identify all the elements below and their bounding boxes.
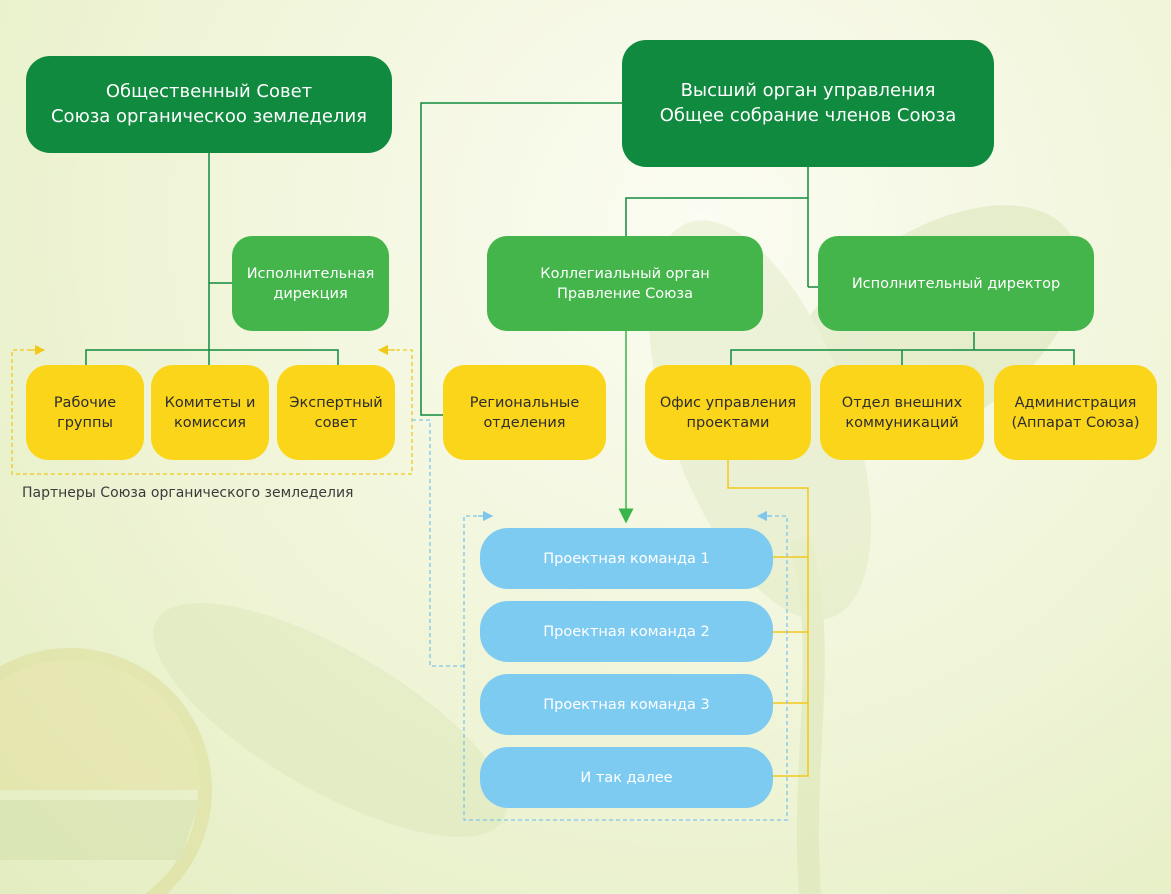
union-logo-watermark	[0, 648, 212, 894]
project-office-box: Офис управления проектами	[645, 365, 811, 460]
expert-council-box: Экспертный совет	[277, 365, 395, 460]
partners-caption: Партнеры Союза органического земледелия	[22, 485, 354, 501]
project-team-item: Проектная команда 2	[480, 601, 773, 662]
project-team-item: Проектная команда 3	[480, 674, 773, 735]
working-groups-box: Рабочие группы	[26, 365, 144, 460]
executive-directorate-box: Исполнительная дирекция	[232, 236, 389, 331]
external-communications-box: Отдел внешних коммуникаций	[820, 365, 984, 460]
collegial-body-box: Коллегиальный орган Правление Союза	[487, 236, 763, 331]
executive-director-box: Исполнительный директор	[818, 236, 1094, 331]
administration-box: Администрация (Аппарат Союза)	[994, 365, 1157, 460]
supreme-governing-body-box: Высший орган управления Общее собрание ч…	[622, 40, 994, 167]
public-council-box: Общественный Совет Союза органическоо зе…	[26, 56, 392, 153]
regional-branches-box: Региональные отделения	[443, 365, 606, 460]
project-team-item: Проектная команда 1	[480, 528, 773, 589]
project-team-item-etc: И так далее	[480, 747, 773, 808]
committees-box: Комитеты и комиссия	[151, 365, 269, 460]
